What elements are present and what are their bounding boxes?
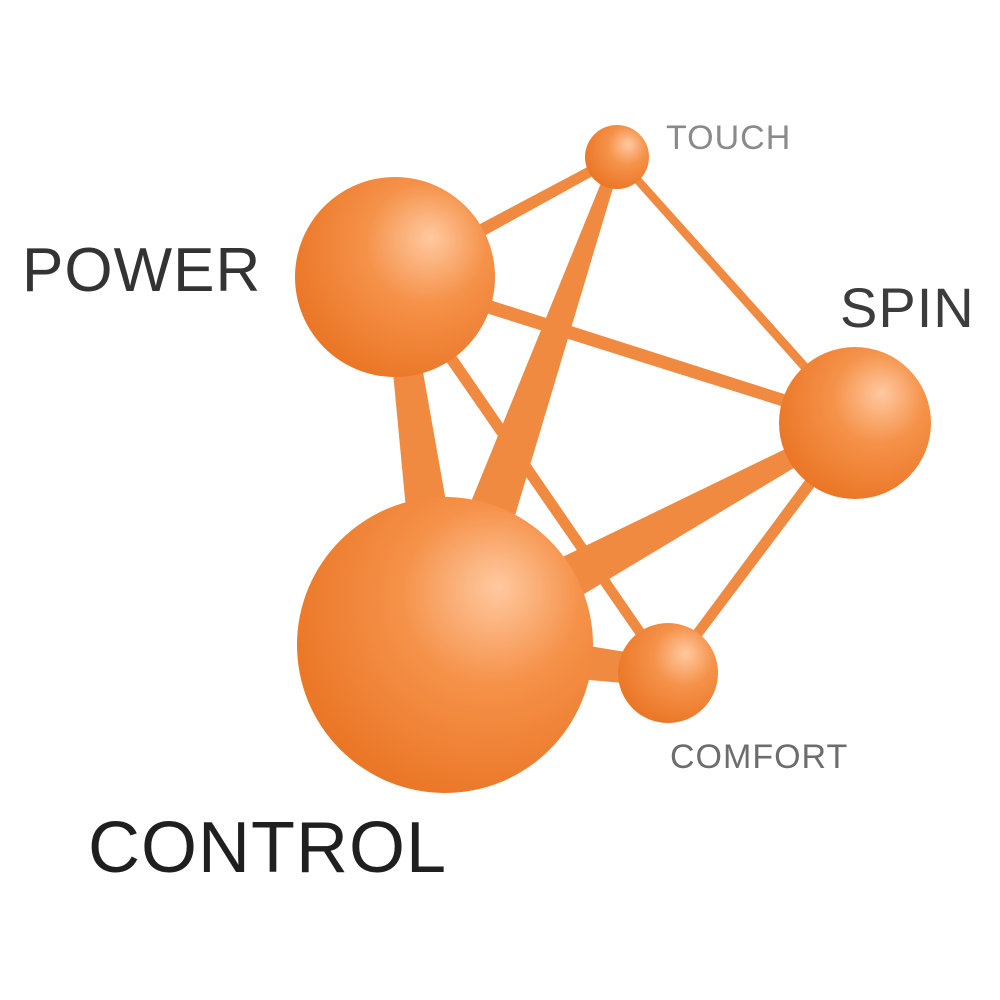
edge-power-spin [392, 270, 857, 429]
control-label: CONTROL [88, 808, 448, 888]
comfort-label: COMFORT [670, 738, 849, 776]
comfort-node [618, 623, 718, 723]
touch-label: TOUCH [666, 119, 792, 157]
touch-node [585, 125, 649, 189]
spin-label: SPIN [840, 276, 975, 339]
control-node [297, 497, 593, 793]
edge-touch-spin [614, 154, 859, 427]
nodes-layer [295, 125, 931, 793]
edges-layer [384, 152, 860, 687]
power-label: POWER [22, 236, 262, 305]
power-node [295, 177, 495, 377]
spin-node [779, 347, 931, 499]
